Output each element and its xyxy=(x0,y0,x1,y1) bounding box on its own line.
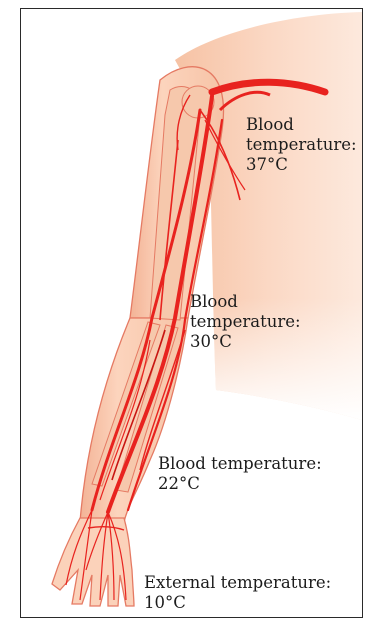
label-shoulder-line3: 37°C xyxy=(246,155,357,175)
label-elbow: Blood temperature: 30°C xyxy=(190,292,301,352)
label-elbow-line3: 30°C xyxy=(190,332,301,352)
label-shoulder-line2: temperature: xyxy=(246,135,357,155)
label-shoulder: Blood temperature: 37°C xyxy=(246,115,357,175)
label-forearm: Blood temperature: 22°C xyxy=(158,454,322,494)
label-elbow-line1: Blood xyxy=(190,292,301,312)
label-forearm-line1: Blood temperature: xyxy=(158,454,322,474)
label-hand-line1: External temperature: xyxy=(144,573,331,593)
label-hand: External temperature: 10°C xyxy=(144,573,331,613)
label-shoulder-line1: Blood xyxy=(246,115,357,135)
label-elbow-line2: temperature: xyxy=(190,312,301,332)
label-forearm-line2: 22°C xyxy=(158,474,322,494)
label-hand-line2: 10°C xyxy=(144,593,331,613)
